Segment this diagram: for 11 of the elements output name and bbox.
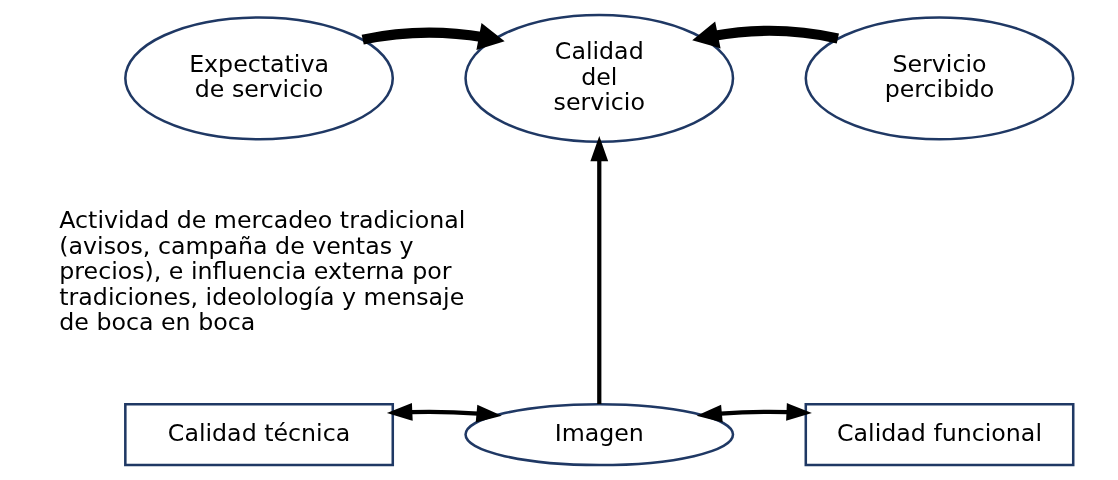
arrow bbox=[589, 135, 608, 404]
arrow bbox=[691, 21, 839, 49]
arrow bbox=[386, 403, 502, 423]
node-ellipse: Expectativa de servicio bbox=[123, 16, 394, 141]
node-ellipse: Servicio percibido bbox=[804, 16, 1074, 141]
node-box: Calidad técnica bbox=[123, 402, 394, 467]
label: Actividad de mercadeo tradicional (avisos, campaña de ventas y precios), e influencia externa por tradiciones, ideolología y mensaje de boca en boca bbox=[58, 206, 465, 337]
node-ellipse: Calidad del servicio bbox=[463, 13, 734, 143]
arrow bbox=[696, 403, 812, 423]
arrow bbox=[361, 22, 505, 50]
node-box: Calidad funcional bbox=[804, 402, 1074, 467]
